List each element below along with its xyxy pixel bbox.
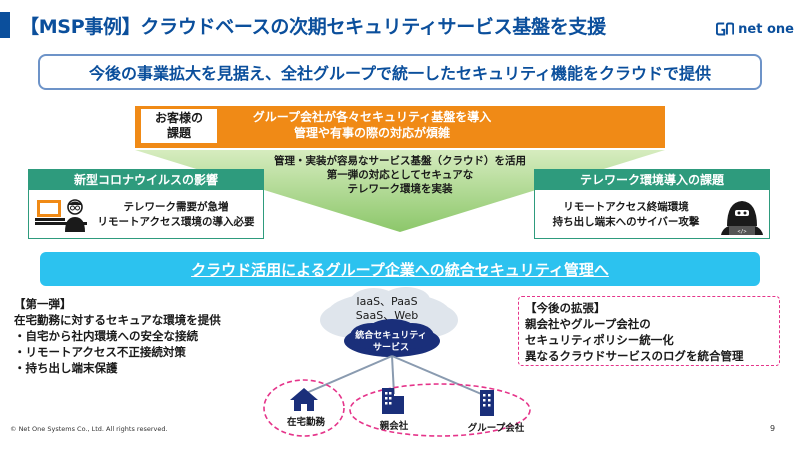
first-phase-heading: 【第一弾】 — [14, 297, 72, 311]
issue-label-line1: お客様の — [154, 111, 203, 125]
house-icon — [290, 388, 318, 411]
covid-impact-box: 新型コロナウイルスの影響 テレワーク需要が急増 リモートアクセス環境の導入必要 — [28, 169, 264, 239]
logo-mark-icon — [716, 22, 735, 36]
headline-text: 今後の事業拡大を見据え、全社グループで統一したセキュリティ機能をクラウドで提供 — [88, 64, 712, 83]
core-line1: 統合セキュリティ — [355, 331, 427, 341]
first-phase-item: ・リモートアクセス不正接続対策 — [14, 345, 186, 359]
telework-issue-text: リモートアクセス終端環境 持ち出し端末へのサイバー攻撃 — [539, 200, 713, 230]
copyright: © Net One Systems Co., Ltd. All rights r… — [10, 425, 168, 433]
telework-issue-heading: テレワーク環境導入の課題 — [535, 170, 769, 190]
cloud-services-text: IaaS、PaaS SaaS、Web — [322, 295, 452, 323]
building-icon — [382, 388, 404, 414]
core-service-text: 統合セキュリティ サービス — [346, 330, 436, 354]
office-building-icon — [480, 390, 494, 416]
funnel-graphic — [135, 106, 665, 232]
title-accent-bar — [0, 12, 10, 38]
node-label-group: グループ会社 — [467, 423, 525, 434]
issue-label-line2: 課題 — [166, 126, 191, 140]
covid-impact-heading: 新型コロナウイルスの影響 — [29, 170, 263, 190]
issue-label-box: お客様の 課題 — [140, 108, 218, 144]
connection-lines — [303, 355, 487, 397]
issue-text-line1: グループ会社が各々セキュリティ基盤を導入 — [252, 110, 492, 124]
page-number: 9 — [770, 424, 776, 433]
first-phase-lead: 在宅勤務に対するセキュアな環境を提供 — [14, 313, 221, 327]
first-phase-item: ・自宅から社内環境への安全な接続 — [14, 329, 198, 343]
home-dashed-circle — [263, 379, 345, 437]
funnel-text-line2: 第一弾の対応としてセキュアな — [326, 169, 474, 181]
telework-line2: 持ち出し端末へのサイバー攻撃 — [552, 216, 700, 228]
future-line2: セキュリティポリシー統一化 — [525, 333, 674, 347]
telework-line1: リモートアクセス終端環境 — [563, 201, 689, 213]
funnel-text-line1: 管理・実装が容易なサービス基盤（クラウド）を活用 — [274, 155, 526, 167]
issue-orange-bar — [135, 106, 665, 148]
funnel-text-line3: テレワーク環境を実装 — [347, 183, 453, 195]
headline-box: 今後の事業拡大を見据え、全社グループで統一したセキュリティ機能をクラウドで提供 — [38, 54, 762, 90]
company-logo: net one — [716, 20, 794, 38]
funnel-text: 管理・実装が容易なサービス基盤（クラウド）を活用 第一弾の対応としてセキュアな … — [230, 154, 570, 196]
core-line2: サービス — [372, 343, 409, 353]
integration-banner-text: クラウド活用によるグループ企業への統合セキュリティ管理へ — [191, 260, 609, 279]
first-phase-block: 【第一弾】 在宅勤務に対するセキュアな環境を提供 ・自宅から社内環境への安全な接… — [14, 296, 274, 376]
telework-person-icon — [35, 199, 87, 232]
issue-text-line2: 管理や有事の際の対応が煩雑 — [293, 126, 450, 140]
company-dashed-circle — [349, 383, 531, 437]
hacker-icon: </> — [721, 201, 763, 235]
future-line3: 異なるクラウドサービスのログを統合管理 — [525, 349, 744, 363]
node-label-home: 在宅勤務 — [286, 417, 325, 428]
page-title: 【MSP事例】クラウドベースの次期セキュリティサービス基盤を支援 — [20, 16, 606, 38]
covid-line2: リモートアクセス環境の導入必要 — [97, 216, 255, 228]
telework-issue-box: テレワーク環境導入の課題 リモートアクセス終端環境 持ち出し端末へのサイバー攻撃… — [534, 169, 770, 239]
first-phase-item: ・持ち出し端末保護 — [14, 361, 118, 375]
future-expansion-box: 【今後の拡張】 親会社やグループ会社の セキュリティポリシー統一化 異なるクラウ… — [518, 296, 780, 366]
future-line1: 親会社やグループ会社の — [525, 317, 651, 331]
cloud-line2: SaaS、Web — [355, 309, 419, 322]
future-heading: 【今後の拡張】 — [525, 301, 606, 315]
cloud-line1: IaaS、PaaS — [356, 295, 418, 308]
logo-text: net one — [738, 21, 794, 37]
issue-text: グループ会社が各々セキュリティ基盤を導入 管理や有事の際の対応が煩雑 — [222, 109, 522, 141]
funnel-triangle — [135, 150, 665, 232]
node-label-parent: 親会社 — [379, 421, 409, 432]
integration-banner: クラウド活用によるグループ企業への統合セキュリティ管理へ — [40, 252, 760, 286]
core-service-cloud — [344, 319, 440, 357]
svg-text:</>: </> — [737, 229, 746, 235]
cloud-network-diagram — [263, 287, 531, 437]
covid-impact-text: テレワーク需要が急増 リモートアクセス環境の導入必要 — [89, 200, 263, 230]
covid-line1: テレワーク需要が急増 — [123, 201, 229, 213]
